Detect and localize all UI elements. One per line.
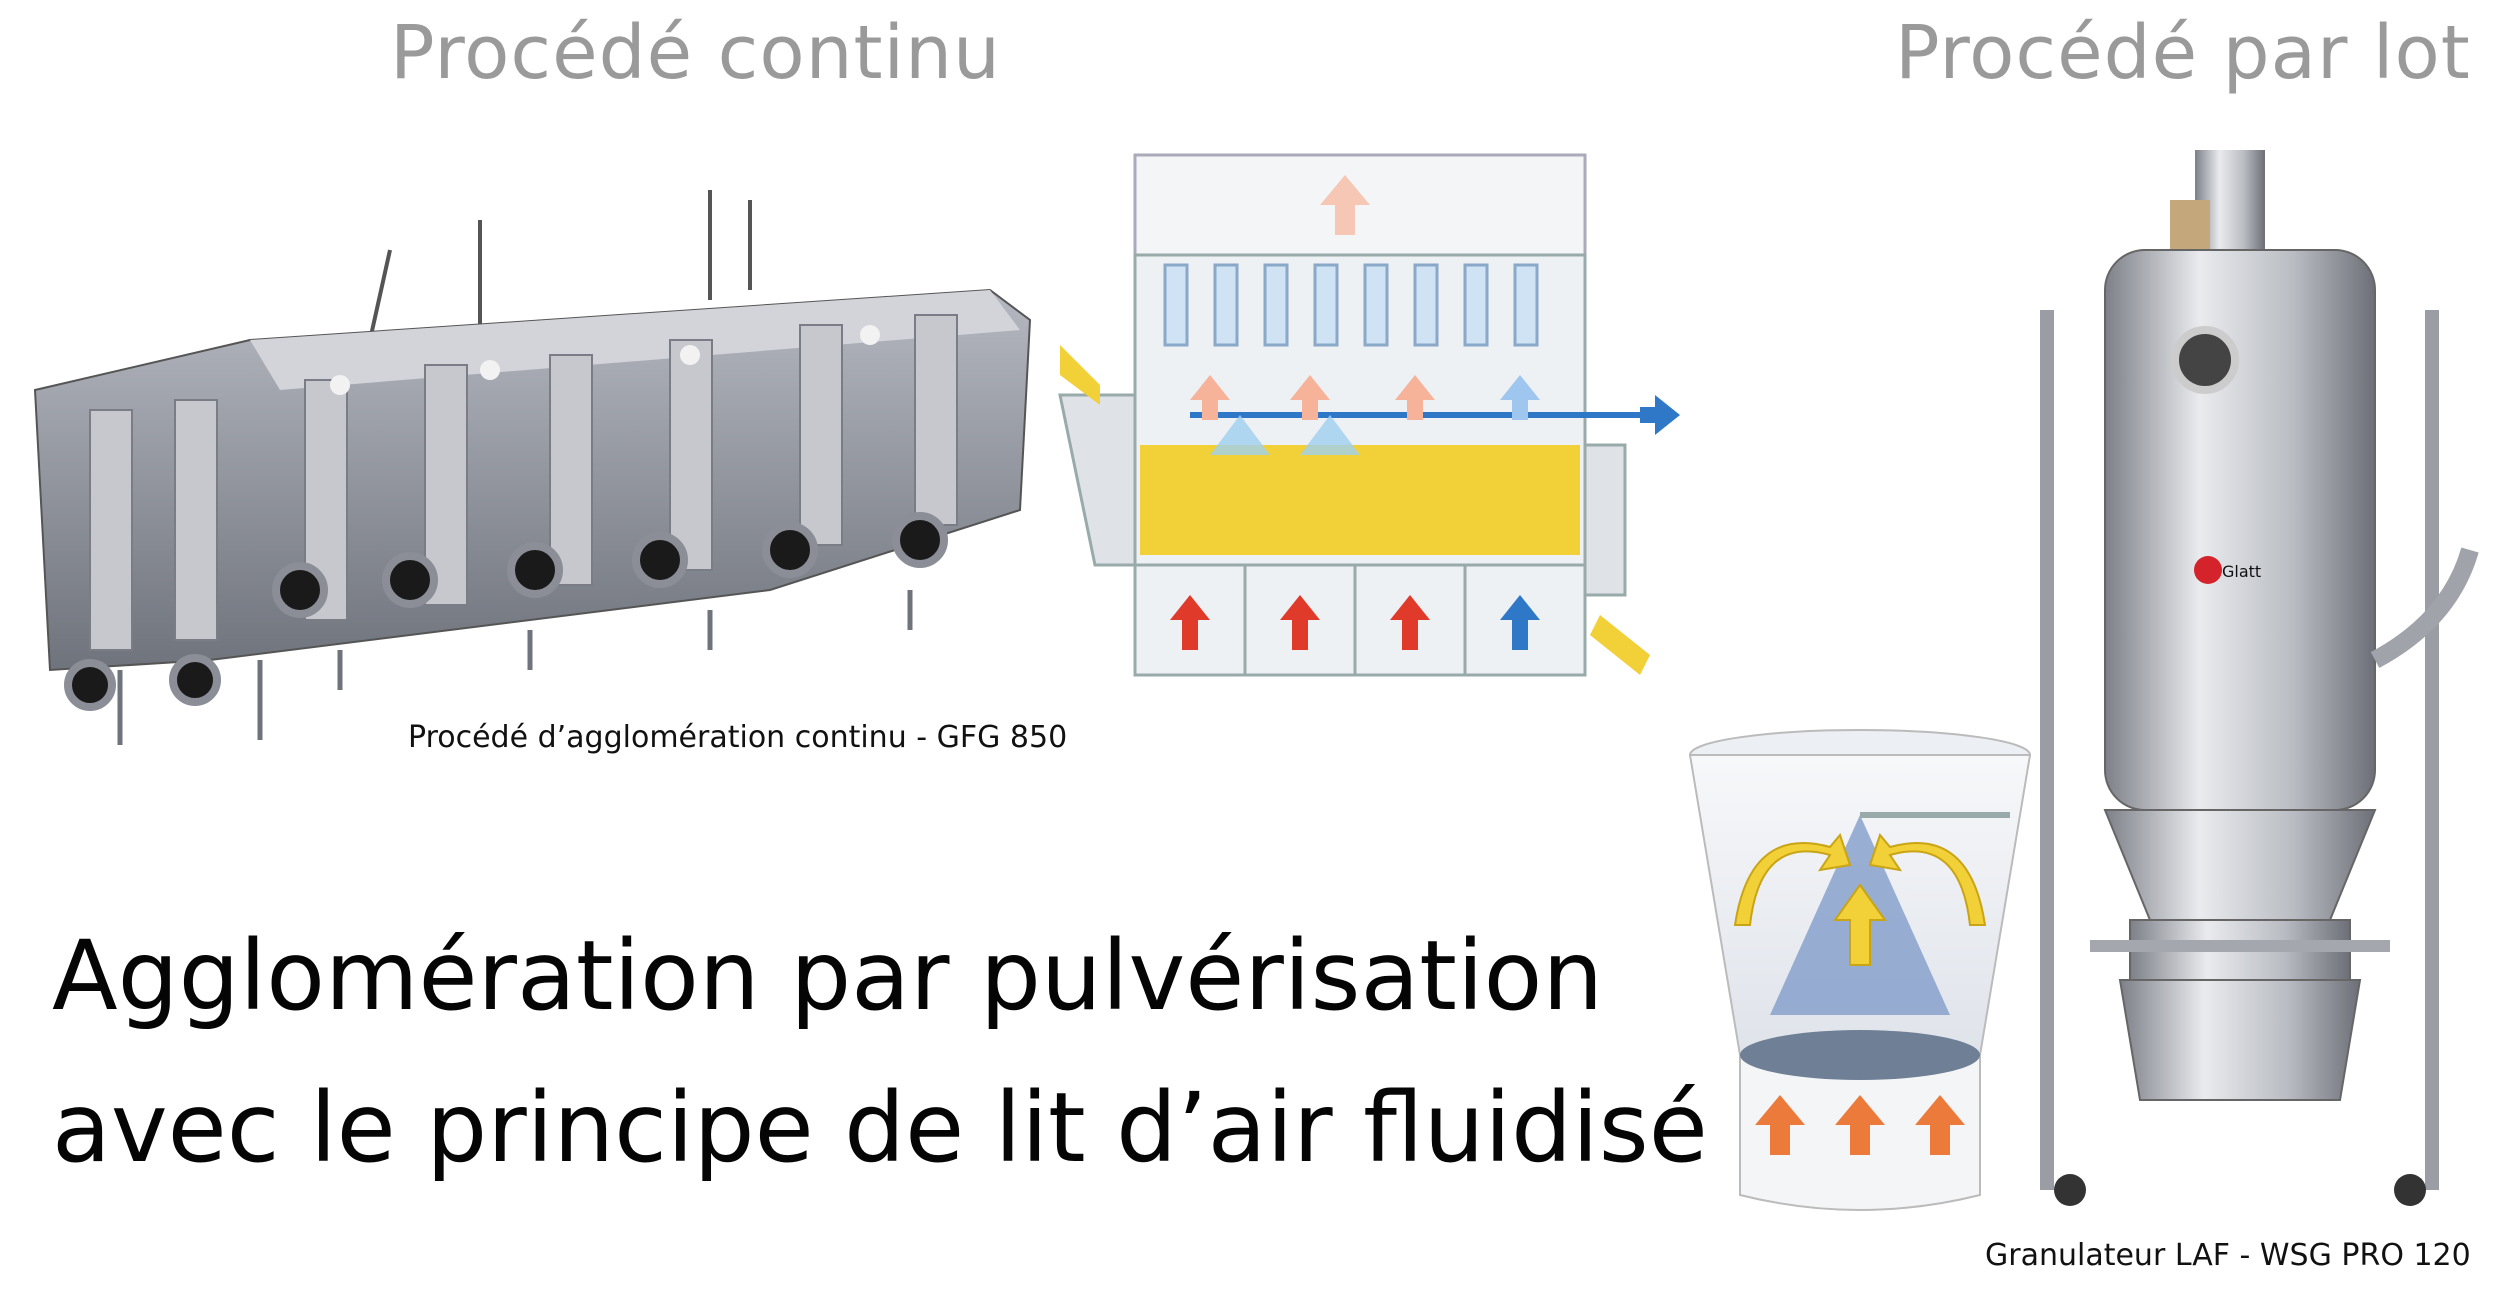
main-title-line-1: Agglomération par pulvérisation — [52, 920, 1604, 1032]
heading-batch-process: Procédé par lot — [1895, 10, 2471, 96]
exhaust-arrow-icon — [1320, 175, 1370, 235]
continuous-process-diagram — [1058, 153, 1680, 677]
caption-gfg-850: Procédé d’agglomération continu - GFG 85… — [408, 720, 1068, 755]
gfg-850-machine-image — [33, 190, 1032, 745]
batch-process-diagram — [1688, 729, 2032, 1211]
hot-air-arrow-icon — [1170, 595, 1430, 650]
filter-bags — [1163, 263, 1539, 347]
laf-wsg-pro-120-image: Glatt — [2040, 150, 2479, 1206]
main-title: Agglomération par pulvérisation avec le … — [52, 900, 1708, 1204]
hot-air-arrow-icon — [1755, 1095, 1965, 1155]
granule-bed — [1140, 445, 1580, 555]
air-in-arrow-icon — [1640, 395, 1680, 435]
main-title-line-2: avec le principe de lit d’air fluidisé — [52, 1072, 1708, 1184]
caption-laf-wsg-pro-120: Granulateur LAF - WSG PRO 120 — [1985, 1238, 2471, 1273]
svg-text:Glatt: Glatt — [2222, 562, 2261, 581]
cool-air-arrow-icon — [1500, 595, 1540, 650]
glatt-logo: Glatt — [2194, 556, 2261, 584]
heading-continuous-process: Procédé continu — [390, 10, 1001, 96]
arrow-up-pink-icon — [1190, 375, 1435, 420]
